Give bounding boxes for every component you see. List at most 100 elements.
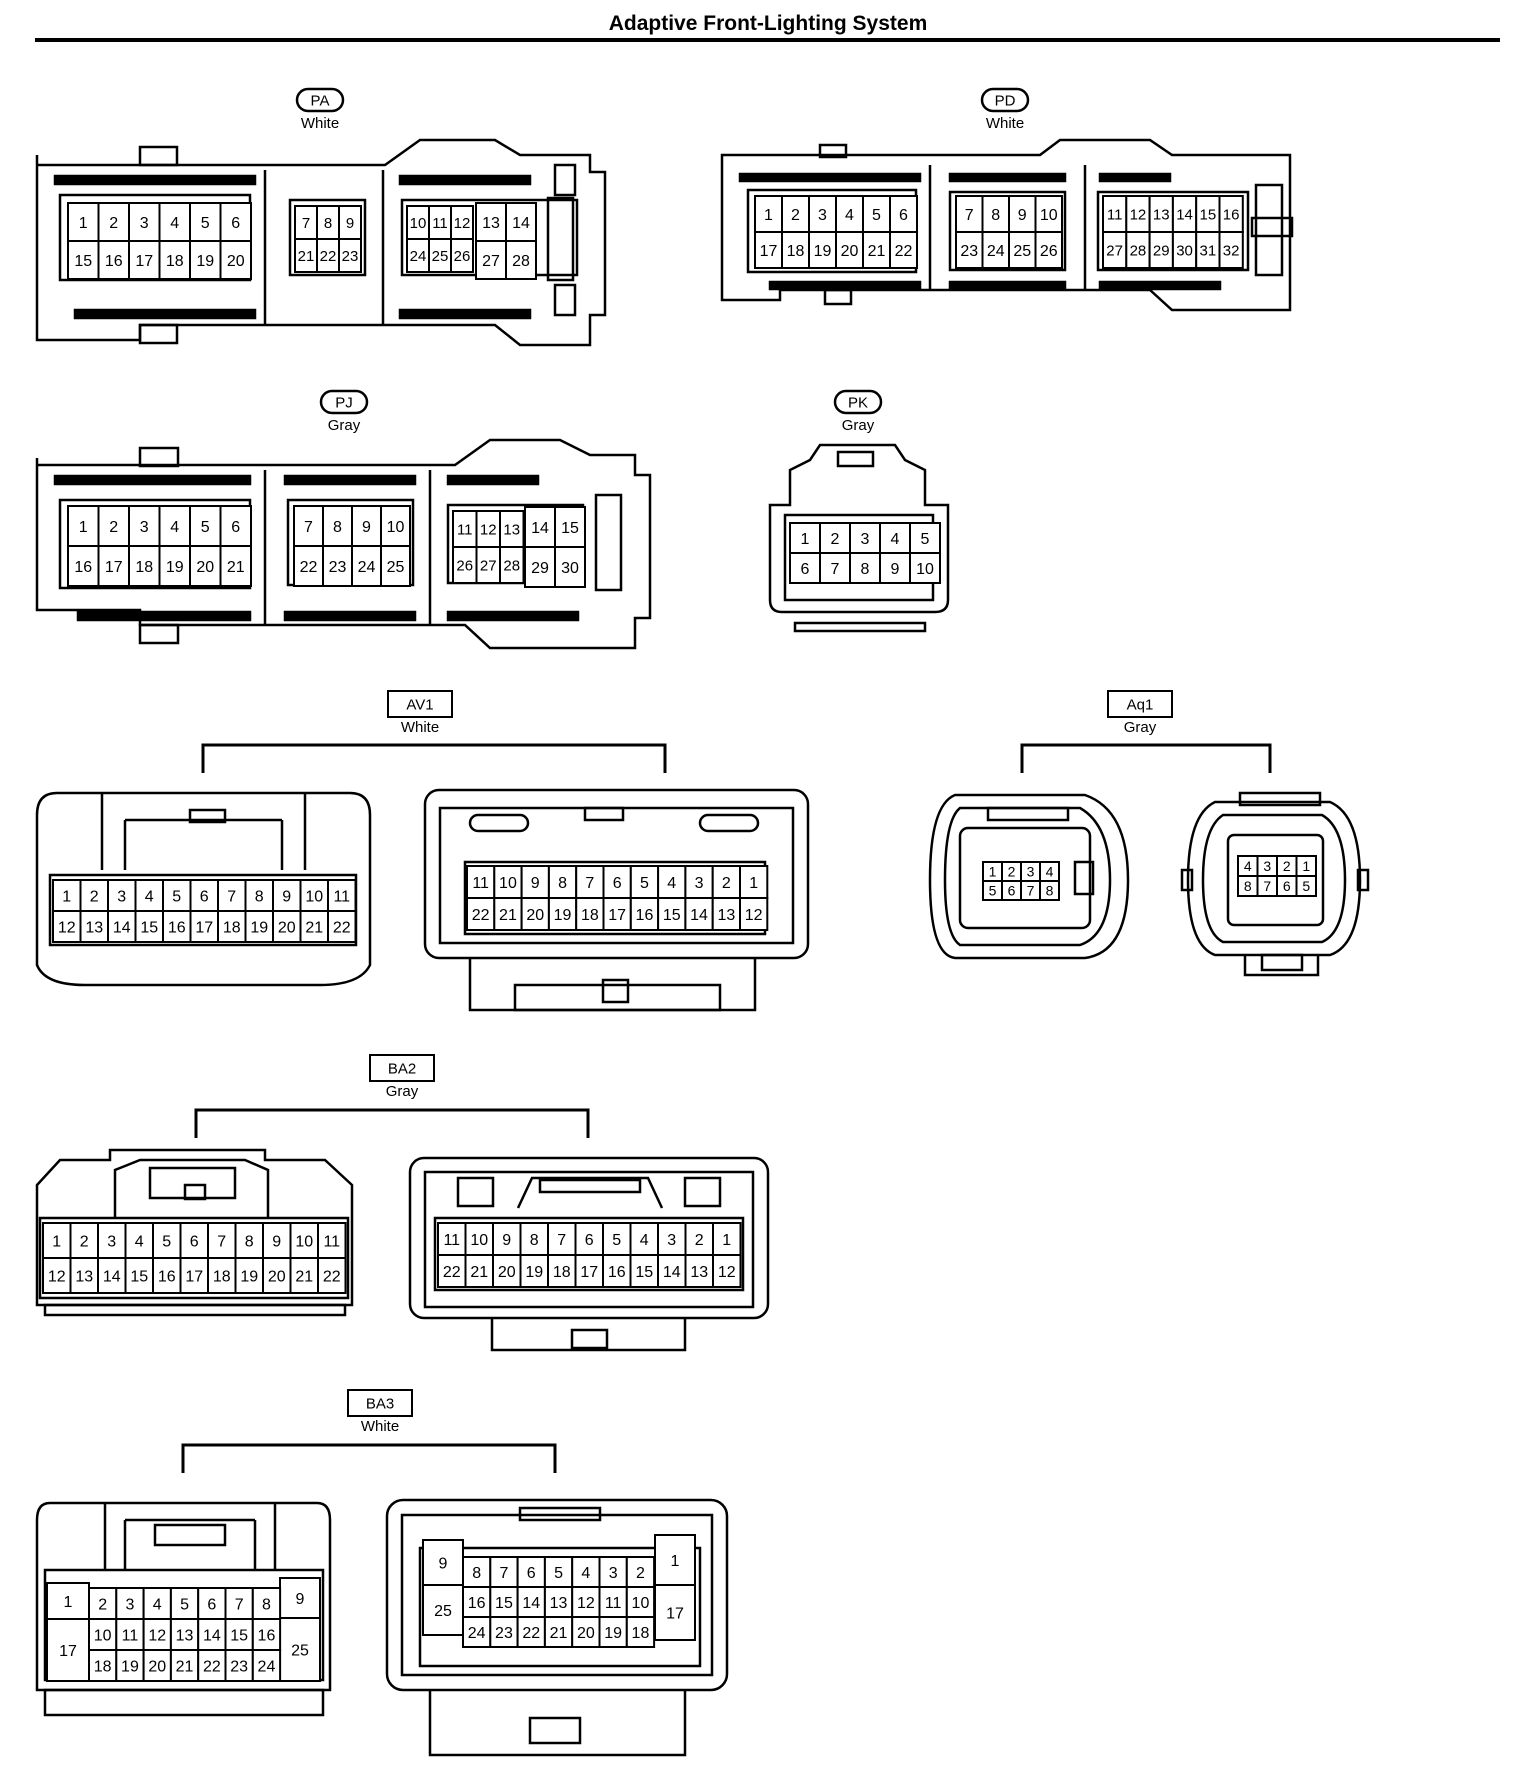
pin-number: 26 [454, 248, 471, 265]
connector-id-pk: PK [848, 395, 868, 412]
pin-cell [781, 231, 810, 269]
pin-cell [554, 546, 586, 588]
pin-number: 1 [79, 215, 88, 232]
pin-cell [489, 1556, 519, 1588]
pin-number: 26 [1040, 243, 1058, 260]
pin-cell [909, 552, 941, 584]
pin-number: 4 [153, 1596, 162, 1613]
pin-cell [327, 910, 357, 943]
pin-number: 25 [387, 559, 405, 576]
pin-number: 11 [443, 1232, 460, 1249]
pin-number: 5 [162, 1233, 171, 1250]
pin-number: 30 [1176, 242, 1193, 259]
pin-cell [338, 238, 362, 273]
pin-number: 12 [577, 1595, 595, 1612]
connector-aq1-a [928, 793, 1130, 960]
pin-number: 21 [305, 919, 323, 936]
pin-number: 10 [916, 561, 934, 578]
pin-number: 7 [302, 215, 310, 232]
pin-cell [327, 879, 357, 912]
pin-number: 10 [499, 875, 517, 892]
pin-number: 4 [170, 215, 179, 232]
pin-cell [158, 505, 191, 547]
pin-number: 20 [268, 1268, 286, 1285]
bracket-ba2 [194, 1108, 590, 1138]
connector-color-aq1: Gray [1124, 719, 1157, 736]
connector-id-pd: PD [995, 93, 1016, 110]
pin-number: 9 [362, 519, 371, 536]
pin-number: 4 [640, 1232, 649, 1249]
pin-number: 4 [1244, 858, 1252, 874]
pin-number: 22 [522, 1625, 540, 1642]
pin-number: 7 [217, 1233, 226, 1250]
label-oval-pk [833, 389, 883, 415]
pin-number: 8 [245, 1233, 254, 1250]
pin-cell [849, 522, 881, 554]
pin-cell [819, 552, 851, 584]
pin-number: 6 [200, 888, 209, 905]
label-oval-pj [319, 389, 369, 415]
pin-number: 4 [581, 1565, 590, 1582]
pin-number: 1 [1302, 858, 1310, 874]
pin-cell [422, 1584, 464, 1636]
pin-number: 12 [718, 1264, 736, 1281]
pin-number: 17 [580, 1264, 598, 1281]
pin-number: 23 [342, 248, 359, 265]
pin-number: 2 [80, 1233, 89, 1250]
pin-number: 1 [62, 888, 71, 905]
pin-number: 10 [410, 215, 427, 232]
label-oval-pd [980, 87, 1030, 113]
pin-number: 6 [899, 207, 908, 224]
pin-cell [317, 1257, 347, 1294]
pin-cell [251, 1587, 282, 1620]
pin-number: 13 [85, 919, 103, 936]
title-rule [35, 38, 1500, 42]
pin-number: 19 [525, 1264, 543, 1281]
pin-cell [625, 1586, 656, 1618]
pin-cell [684, 897, 714, 931]
pin-number: 19 [121, 1658, 139, 1675]
pin-number: 16 [74, 559, 92, 576]
pin-number: 14 [522, 1595, 540, 1612]
pin-number: 14 [1176, 206, 1193, 223]
pin-number: 5 [201, 519, 210, 536]
label-box-ba3 [347, 1389, 413, 1417]
pin-number: 1 [764, 207, 773, 224]
pin-number: 6 [527, 1565, 536, 1582]
pin-number: 2 [109, 519, 118, 536]
pin-number: 19 [814, 243, 832, 260]
pin-number: 17 [608, 907, 626, 924]
pin-number: 9 [891, 561, 900, 578]
pin-number: 16 [258, 1627, 276, 1644]
pin-number: 6 [585, 1232, 594, 1249]
pin-cell [862, 231, 891, 269]
page-title: Adaptive Front-Lighting System [608, 12, 928, 35]
pin-number: 28 [503, 557, 520, 574]
pin-number: 8 [530, 1232, 539, 1249]
pin-cell [351, 545, 382, 587]
pin-number: 23 [495, 1625, 513, 1642]
pin-number: 6 [1008, 883, 1016, 899]
connector-ba2-b [408, 1156, 770, 1352]
pin-cell [128, 240, 161, 280]
pin-cell [466, 897, 496, 931]
pin-cell [516, 1586, 546, 1618]
pin-number: 2 [791, 207, 800, 224]
pin-cell [789, 522, 821, 554]
pin-number: 7 [235, 1596, 244, 1613]
pin-cell [52, 910, 82, 943]
connector-ba3-b [385, 1498, 729, 1757]
pin-number: 17 [666, 1606, 684, 1623]
pin-number: 4 [891, 531, 900, 548]
pin-number: 2 [695, 1232, 704, 1249]
pin-number: 12 [58, 919, 76, 936]
pin-number: 20 [278, 919, 296, 936]
pin-number: 12 [454, 215, 471, 232]
pin-cell [88, 1618, 118, 1651]
pin-cell [712, 1222, 742, 1256]
